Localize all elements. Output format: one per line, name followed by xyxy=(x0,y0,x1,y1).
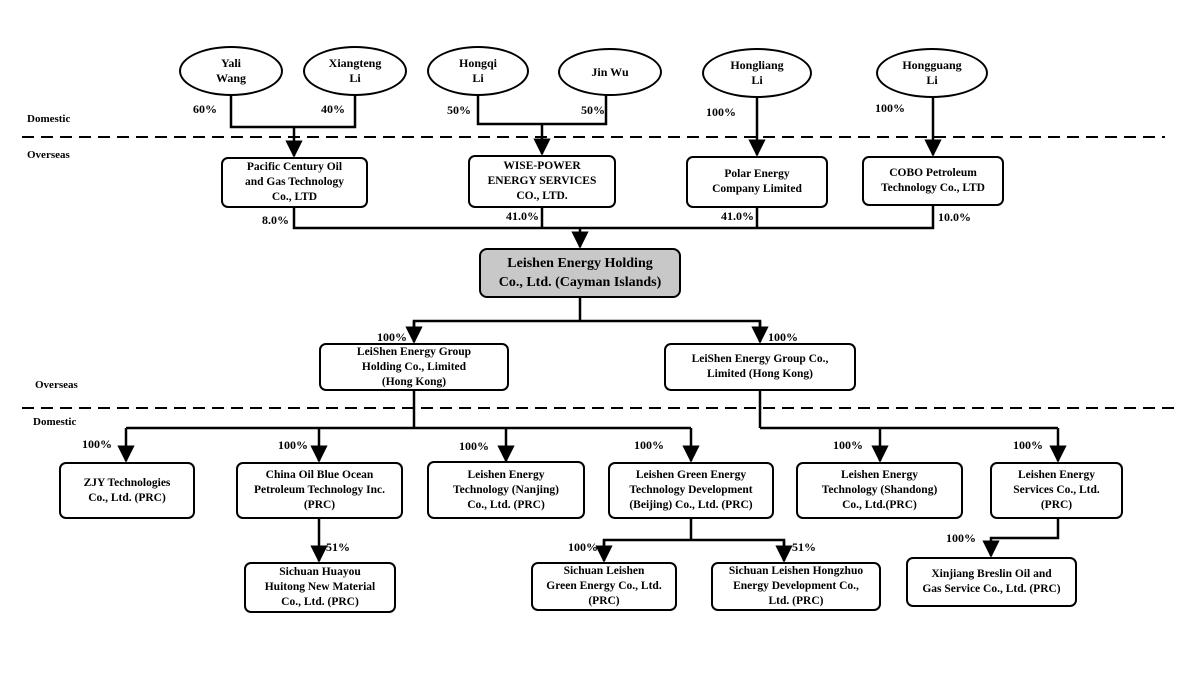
ownership-percentage: 51% xyxy=(792,540,816,554)
prc-subsidiary-node: China Oil Blue Ocean Petroleum Technolog… xyxy=(236,462,403,519)
shareholder-node: Hongguang Li xyxy=(876,48,988,98)
prc-subsidiary-node: Leishen Energy Technology (Nanjing) Co.,… xyxy=(427,461,585,519)
zone-label-overseas: Overseas xyxy=(27,149,70,161)
ownership-percentage: 100% xyxy=(459,439,489,453)
overseas-holder-node: Pacific Century Oil and Gas Technology C… xyxy=(221,157,368,208)
ownership-percentage: 100% xyxy=(946,531,976,545)
prc-subsidiary-node: Leishen Green Energy Technology Developm… xyxy=(608,462,774,519)
ownership-percentage: 100% xyxy=(768,330,798,344)
prc-subsidiary-node: Leishen Energy Technology (Shandong) Co.… xyxy=(796,462,963,519)
shareholder-node: Hongqi Li xyxy=(427,46,529,96)
overseas-holder-node: COBO Petroleum Technology Co., LTD xyxy=(862,156,1004,206)
ownership-percentage: 100% xyxy=(706,105,736,119)
shareholder-node: Hongliang Li xyxy=(702,48,812,98)
ownership-percentage: 51% xyxy=(326,540,350,554)
zone-label-domestic: Domestic xyxy=(27,113,71,125)
ownership-percentage: 10.0% xyxy=(938,210,971,224)
prc-subsidiary-node: ZJY Technologies Co., Ltd. (PRC) xyxy=(59,462,195,519)
ownership-percentage: 100% xyxy=(833,438,863,452)
overseas-holder-node: Polar Energy Company Limited xyxy=(686,156,828,208)
ownership-percentage: 41.0% xyxy=(506,209,539,223)
ownership-percentage: 50% xyxy=(581,103,605,117)
third-level-subsidiary-node: Xinjiang Breslin Oil and Gas Service Co.… xyxy=(906,557,1077,607)
ownership-percentage: 50% xyxy=(447,103,471,117)
overseas-holder-node: WISE-POWER ENERGY SERVICES CO., LTD. xyxy=(468,155,616,208)
shareholder-node: Jin Wu xyxy=(558,48,662,96)
ownership-percentage: 100% xyxy=(568,540,598,554)
shareholder-node: Xiangteng Li xyxy=(303,46,407,96)
ownership-percentage: 100% xyxy=(82,437,112,451)
holding-company-node: Leishen Energy Holding Co., Ltd. (Cayman… xyxy=(479,248,681,298)
hk-subsidiary-node: LeiShen Energy Group Holding Co., Limite… xyxy=(319,343,509,391)
ownership-percentage: 8.0% xyxy=(262,213,289,227)
ownership-percentage: 100% xyxy=(278,438,308,452)
ownership-percentage: 100% xyxy=(875,101,905,115)
zone-label-overseas: Overseas xyxy=(35,379,78,391)
ownership-percentage: 60% xyxy=(193,102,217,116)
zone-label-domestic: Domestic xyxy=(33,416,77,428)
ownership-percentage: 41.0% xyxy=(721,209,754,223)
ownership-percentage: 100% xyxy=(1013,438,1043,452)
ownership-percentage: 100% xyxy=(634,438,664,452)
third-level-subsidiary-node: Sichuan Huayou Huitong New Material Co.,… xyxy=(244,562,396,613)
third-level-subsidiary-node: Sichuan Leishen Green Energy Co., Ltd. (… xyxy=(531,562,677,611)
prc-subsidiary-node: Leishen Energy Services Co., Ltd. (PRC) xyxy=(990,462,1123,519)
third-level-subsidiary-node: Sichuan Leishen Hongzhuo Energy Developm… xyxy=(711,562,881,611)
ownership-percentage: 100% xyxy=(377,330,407,344)
ownership-percentage: 40% xyxy=(321,102,345,116)
shareholder-node: Yali Wang xyxy=(179,46,283,96)
hk-subsidiary-node: LeiShen Energy Group Co., Limited (Hong … xyxy=(664,343,856,391)
